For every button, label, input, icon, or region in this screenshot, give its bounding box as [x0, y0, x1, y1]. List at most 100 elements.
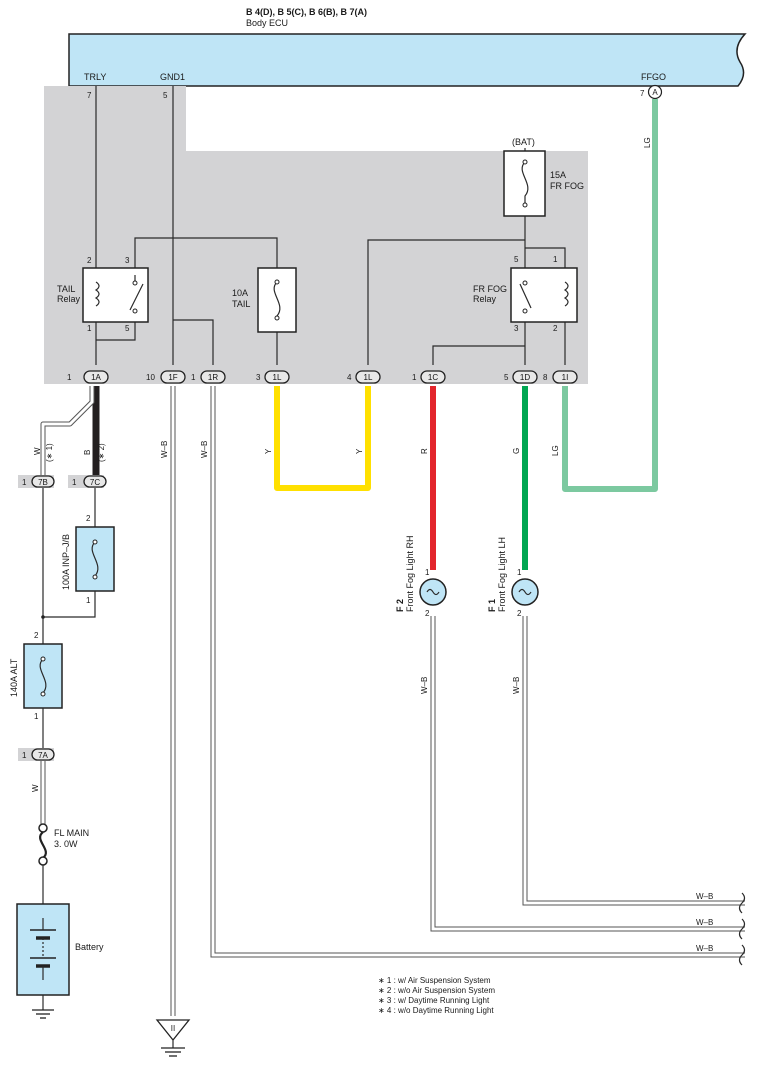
svg-text:(∗ 1): (∗ 1) — [45, 443, 54, 462]
battery-box — [16, 903, 70, 996]
svg-text:5: 5 — [514, 255, 519, 264]
svg-text:∗ 1 : w/ Air Suspension System: ∗ 1 : w/ Air Suspension System — [378, 976, 491, 985]
ecu-pin-trly-number: 7 — [87, 91, 92, 100]
svg-text:7C: 7C — [90, 478, 100, 487]
svg-text:1: 1 — [517, 568, 522, 577]
svg-text:2: 2 — [553, 324, 558, 333]
svg-text:1C: 1C — [428, 373, 438, 382]
svg-text:1L: 1L — [273, 373, 282, 382]
svg-text:W–B: W–B — [696, 892, 713, 901]
connector-1r: 1 1R — [191, 370, 226, 384]
svg-text:1D: 1D — [520, 373, 530, 382]
ecu-name: Body ECU — [246, 18, 288, 28]
svg-text:1R: 1R — [208, 373, 218, 382]
svg-text:1: 1 — [67, 373, 72, 382]
svg-text:1A: 1A — [91, 373, 101, 382]
svg-text:LG: LG — [643, 137, 652, 148]
body-ecu-box — [68, 33, 747, 87]
wire-fog-to-rh — [432, 345, 525, 365]
ecu-pin-trly-label: TRLY — [84, 72, 106, 82]
svg-text:∗ 2 : w/o Air Suspension Syste: ∗ 2 : w/o Air Suspension System — [378, 986, 495, 995]
wire-white-1 — [41, 386, 94, 475]
connector-1f: 10 1F — [146, 370, 186, 384]
svg-text:1: 1 — [86, 596, 91, 605]
tail-relay-label-2: Relay — [57, 294, 81, 304]
wire-fog-relay-input — [367, 239, 525, 365]
fl-main-label: FL MAIN — [54, 828, 89, 838]
svg-text:1: 1 — [34, 712, 39, 721]
connector-1a: 1 1A — [67, 370, 109, 384]
svg-text:W: W — [33, 447, 42, 455]
connector-1d: 5 1D — [504, 370, 538, 384]
svg-text:2: 2 — [34, 631, 39, 640]
svg-text:5: 5 — [125, 324, 130, 333]
svg-text:8: 8 — [543, 373, 548, 382]
svg-text:1: 1 — [425, 568, 430, 577]
wire-wb-lh — [523, 616, 745, 905]
front-fog-light-rh-label: Front Fog Light RH — [405, 535, 415, 612]
svg-text:3: 3 — [514, 324, 519, 333]
fl-main-top-terminal — [38, 823, 48, 833]
fr-fog-relay-switch — [519, 283, 532, 309]
svg-text:1: 1 — [72, 478, 77, 487]
ground-point-icon — [155, 1019, 191, 1042]
svg-text:R: R — [420, 448, 429, 454]
fuse-10a-name: TAIL — [232, 299, 250, 309]
fuse-10a-tail — [257, 267, 297, 333]
fl-main-rating: 3. 0W — [54, 839, 78, 849]
wire-wb-1r — [211, 386, 745, 957]
svg-text:F 1: F 1 — [487, 599, 497, 612]
svg-text:1: 1 — [22, 751, 27, 760]
wire-gnd-branch — [173, 319, 214, 365]
fuse-100a-label: 100A INP–J/B — [61, 534, 71, 590]
svg-text:5: 5 — [504, 373, 509, 382]
svg-text:LG: LG — [551, 445, 560, 456]
svg-text:1: 1 — [22, 478, 27, 487]
bat-label: (BAT) — [512, 137, 535, 147]
ecu-pin-gnd1-number: 5 — [163, 91, 168, 100]
wire-tail-relay-to-fuse — [134, 237, 278, 268]
fuse-10a-amp: 10A — [232, 288, 248, 298]
svg-text:2: 2 — [86, 514, 91, 523]
svg-text:1: 1 — [553, 255, 558, 264]
svg-text:7A: 7A — [38, 751, 48, 760]
wire-lg — [562, 99, 658, 492]
svg-text:W: W — [31, 784, 40, 792]
tail-relay-label: TAIL — [57, 284, 75, 294]
ecu-connector-header: B 4(D), B 5(C), B 6(B), B 7(A) — [246, 7, 367, 17]
wire-tail-relay-pin5 — [96, 322, 136, 341]
connector-7a: 1 7A — [22, 748, 55, 761]
svg-text:B: B — [83, 450, 92, 455]
svg-text:1F: 1F — [168, 373, 177, 382]
svg-text:3: 3 — [125, 256, 130, 265]
svg-text:W–B: W–B — [160, 441, 169, 458]
ffgo-connector-circle — [647, 84, 663, 100]
svg-text:1L: 1L — [364, 373, 373, 382]
svg-text:W–B: W–B — [200, 441, 209, 458]
svg-text:G: G — [512, 448, 521, 454]
junction-block-area — [44, 86, 588, 384]
svg-text:2: 2 — [425, 609, 430, 618]
svg-text:F 2: F 2 — [395, 599, 405, 612]
footnotes: ∗ 1 : w/ Air Suspension System ∗ 2 : w/o… — [378, 976, 495, 1015]
fuse-10a-symbol — [273, 281, 281, 317]
fog-light-lh-filament-icon — [518, 588, 532, 596]
svg-text:∗ 4 : w/o Daytime Running Ligh: ∗ 4 : w/o Daytime Running Light — [378, 1006, 494, 1015]
connector-7b: 1 7B — [22, 475, 55, 488]
fuse-140a-label: 140A ALT — [9, 658, 19, 697]
fuse-15a-amp: 15A — [550, 170, 566, 180]
wire-fog-relay-pin1 — [525, 247, 566, 268]
svg-text:1I: 1I — [562, 373, 569, 382]
wire-wb-rh — [431, 616, 745, 931]
svg-text:Y: Y — [264, 448, 273, 454]
svg-text:W–B: W–B — [696, 944, 713, 953]
svg-text:2: 2 — [87, 256, 92, 265]
svg-text:(∗ 2): (∗ 2) — [97, 443, 106, 462]
svg-text:II: II — [171, 1024, 175, 1033]
svg-text:7B: 7B — [38, 478, 48, 487]
fr-fog-relay-label: FR FOG — [473, 284, 507, 294]
tail-relay-switch — [129, 283, 144, 311]
svg-text:10: 10 — [146, 373, 155, 382]
svg-text:1: 1 — [412, 373, 417, 382]
fl-main-link — [39, 831, 47, 859]
